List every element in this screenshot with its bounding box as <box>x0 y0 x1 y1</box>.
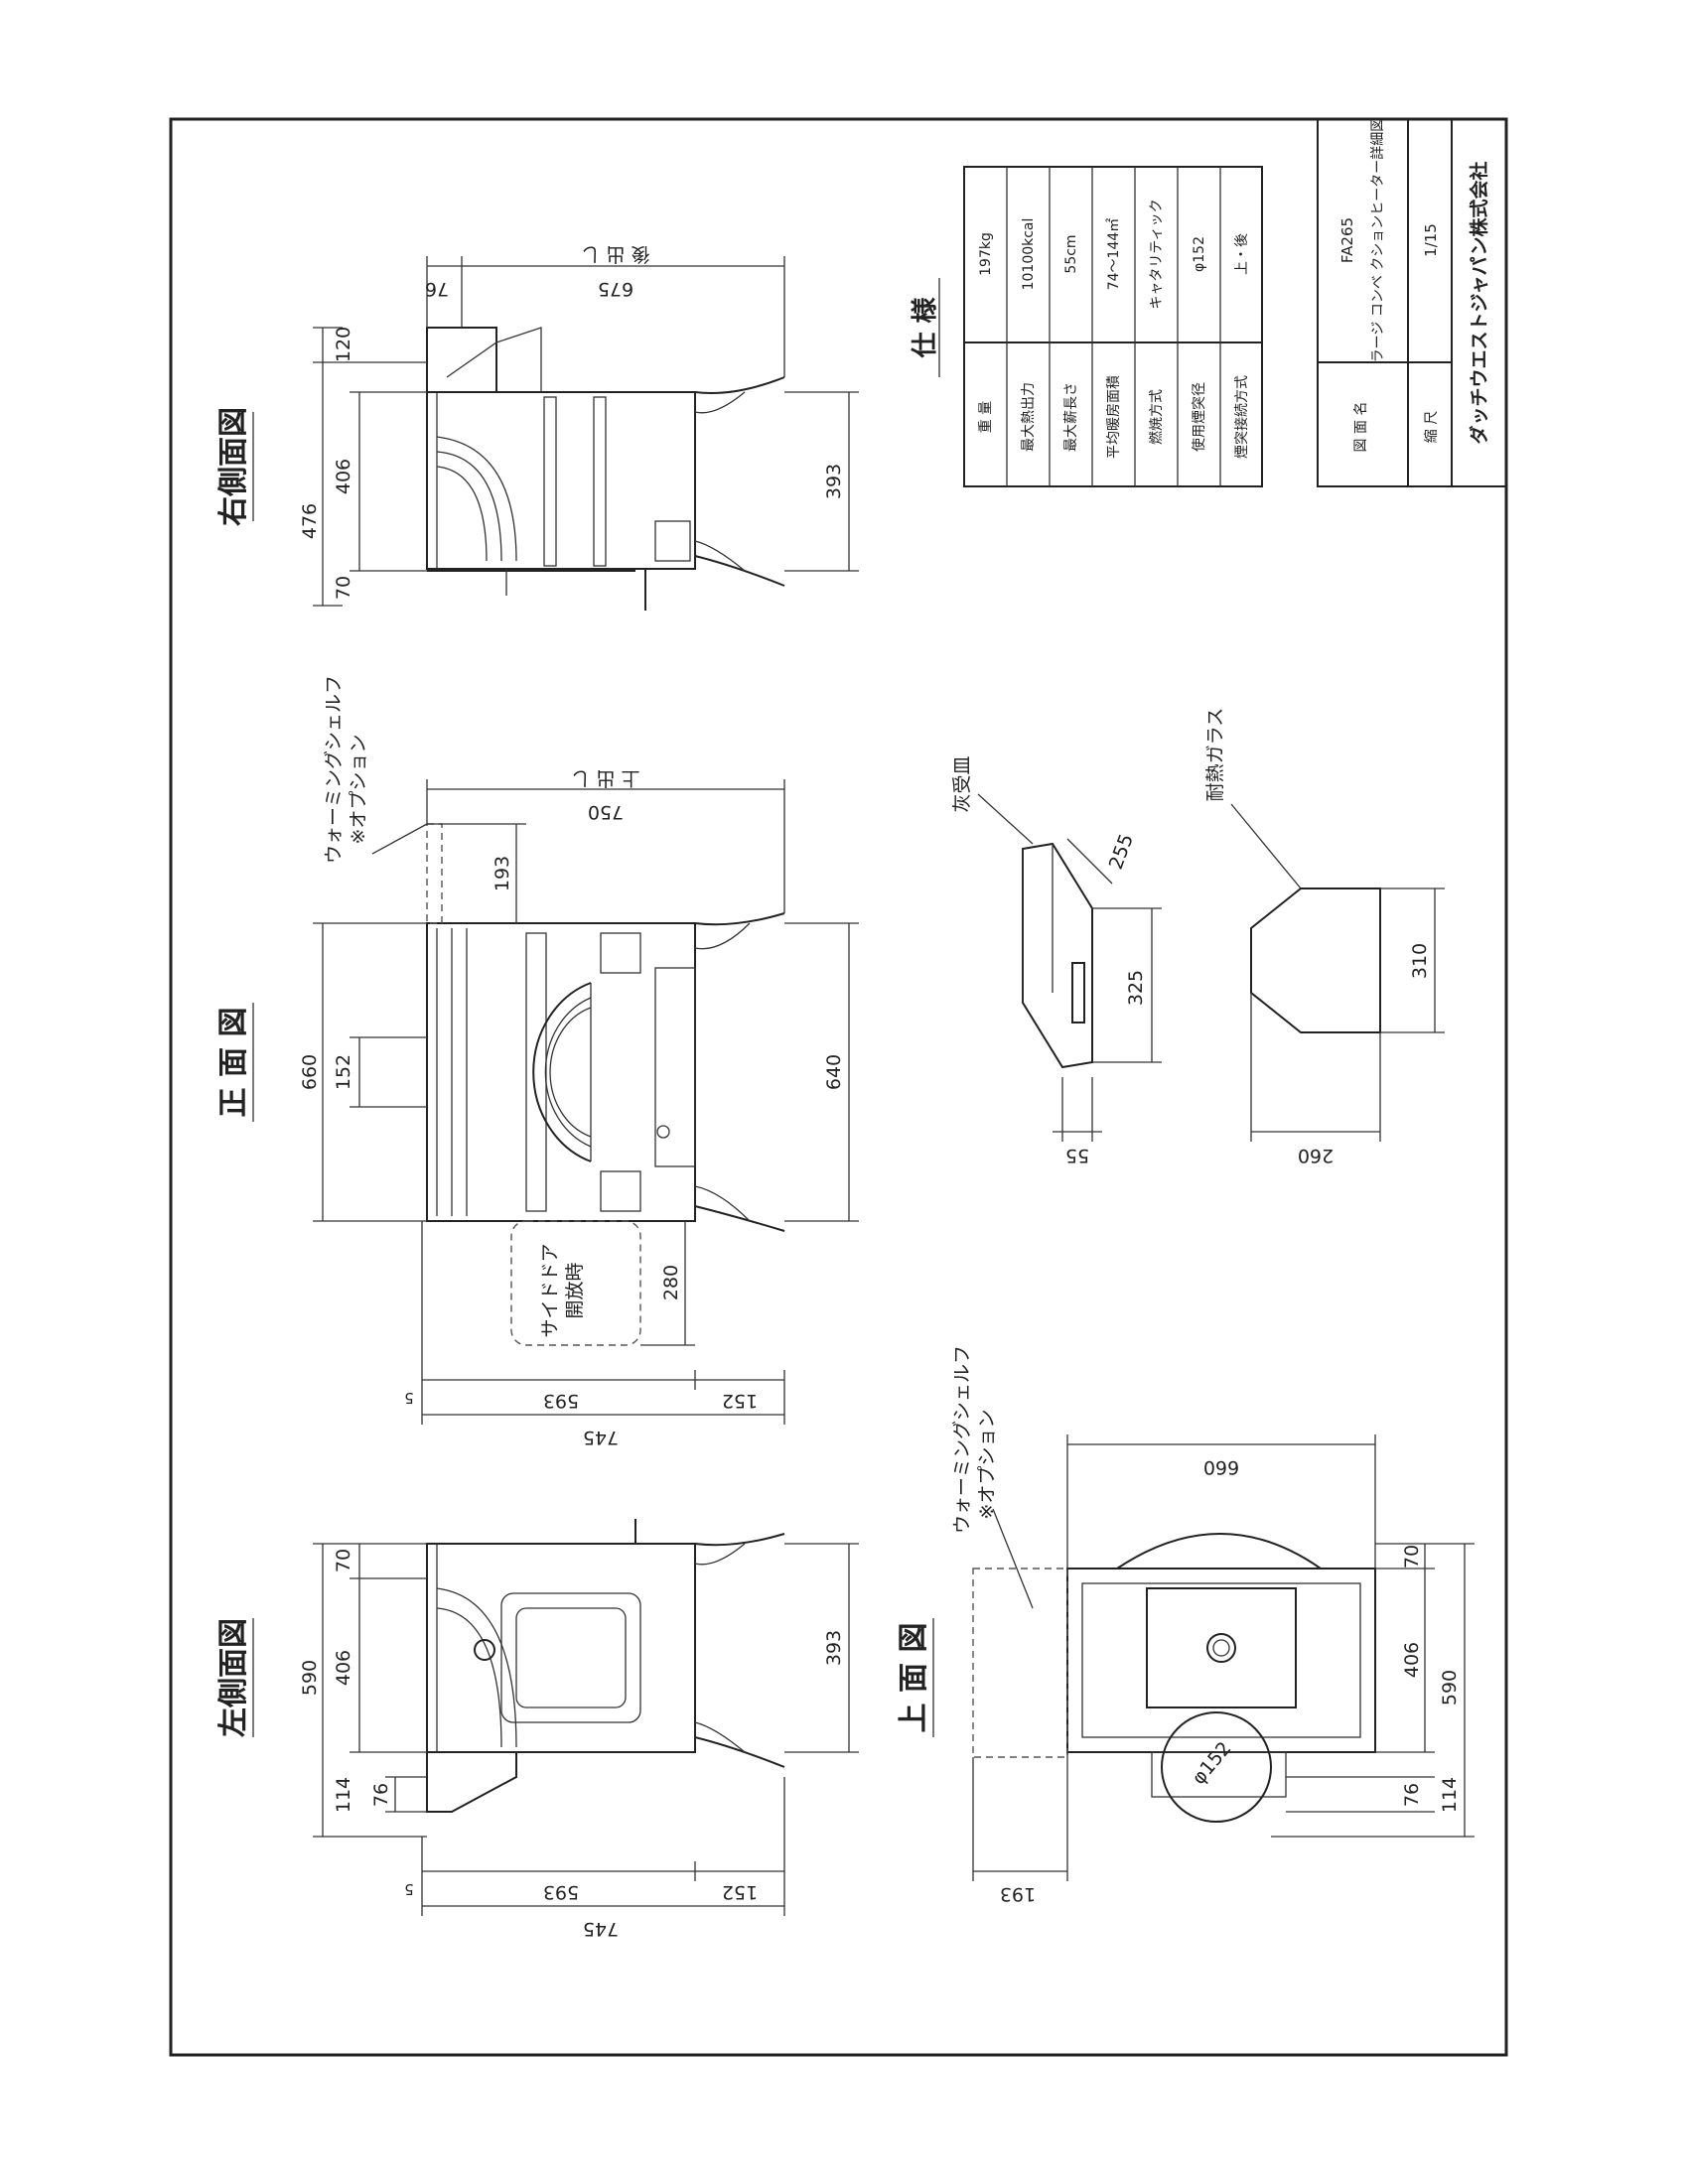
top-view-title: 上 面 図 <box>897 1623 931 1733</box>
spec-row-value: キャタリティック <box>1149 199 1165 309</box>
top-warming-shelf-label: ウォーミングシェルフ <box>951 1345 973 1534</box>
dim-ash-55: 55 <box>1065 1145 1089 1166</box>
spec-row-label: 燃焼方式 <box>1148 389 1165 445</box>
spec-row-label: 重 量 <box>978 401 994 433</box>
right-side-view: 右側面図 476 406 120 70 <box>216 243 859 611</box>
ash-pan-detail: 灰受皿 255 325 55 <box>951 755 1162 1166</box>
dim-rs-76: 76 <box>425 278 449 300</box>
dim-rs-120: 120 <box>333 327 354 362</box>
spec-row-label: 最大薪長さ <box>1063 382 1079 452</box>
left-side-view: 左側面図 590 406 70 114 76 393 <box>216 1519 859 1940</box>
drawing-name-label: 図 面 名 <box>1353 402 1369 453</box>
spec-title: 仕 様 <box>910 296 940 358</box>
scale-value: 1/15 <box>1422 223 1440 257</box>
front-warming-shelf-label: ウォーミングシェルフ <box>323 675 345 864</box>
drawing-frame <box>169 117 1508 2057</box>
dim-ls-745: 745 <box>583 1918 619 1940</box>
dim-tp-590: 590 <box>1439 1670 1461 1706</box>
dim-gl-260: 260 <box>1298 1145 1334 1166</box>
rs-rear-outlet: 後 出 し <box>581 243 649 265</box>
dim-ash-325: 325 <box>1125 970 1147 1006</box>
scale-label: 縮 尺 <box>1424 411 1440 443</box>
dim-ls-70: 70 <box>333 1549 354 1572</box>
top-option-label: ※オプション <box>976 1410 998 1520</box>
top-view: 上 面 図 φ152 ウォーミングシェルフ ※オプション 660 70 406 … <box>897 1345 1475 1905</box>
dim-rs-70: 70 <box>333 576 354 600</box>
left-side-view-title: 左側面図 <box>216 1618 251 1737</box>
spec-row-label: 最大熱出力 <box>1021 382 1037 452</box>
dim-tp-193: 193 <box>1000 1883 1036 1905</box>
side-door-open-label: 開放時 <box>564 1262 586 1318</box>
dim-ls-114: 114 <box>333 1777 354 1813</box>
spec-row-value: φ152 <box>1192 236 1207 272</box>
dim-fr-745: 745 <box>583 1427 619 1448</box>
tp-flue-diameter: φ152 <box>1188 1737 1235 1789</box>
dim-ls-590: 590 <box>299 1660 321 1696</box>
dim-fr-640: 640 <box>823 1054 845 1090</box>
dim-ash-255: 255 <box>1105 831 1138 873</box>
dim-fr-193: 193 <box>492 856 513 891</box>
model-number: FA265 <box>1338 217 1356 263</box>
side-door-label: サイドドア <box>539 1243 561 1337</box>
dim-fr-152b: 152 <box>722 1390 758 1412</box>
dim-ls-5: 5 <box>404 1880 414 1898</box>
dim-rs-393: 393 <box>823 464 845 499</box>
dim-fr-750: 750 <box>588 801 624 823</box>
front-view-title: 正 面 図 <box>216 1008 251 1118</box>
title-block: 図 面 名 FA265 ラージ コンベ クションヒーター詳細図 縮 尺 1/15… <box>1317 118 1507 487</box>
dim-fr-280: 280 <box>660 1265 682 1300</box>
front-warming-shelf-callout: ウォーミングシェルフ ※オプション <box>323 675 428 864</box>
fr-top-outlet: 上 出 し <box>571 767 639 789</box>
front-option-label: ※オプション <box>348 735 369 845</box>
ash-pan-label: 灰受皿 <box>951 755 973 812</box>
dim-rs-406: 406 <box>333 459 354 494</box>
glass-detail: 耐熱ガラス 310 260 <box>1204 708 1445 1166</box>
spec-row-label: 使用煙突径 <box>1191 382 1207 452</box>
spec-row-value: 上・後 <box>1234 233 1250 275</box>
dim-fr-152: 152 <box>333 1054 354 1090</box>
dim-tp-76: 76 <box>1401 1783 1423 1807</box>
drawing-name: ラージ コンベ クションヒーター詳細図 <box>1370 118 1386 363</box>
dim-ls-393: 393 <box>823 1630 845 1666</box>
dim-tp-114: 114 <box>1439 1777 1461 1813</box>
dim-fr-660: 660 <box>299 1054 321 1090</box>
glass-label: 耐熱ガラス <box>1204 708 1226 802</box>
dim-ls-152: 152 <box>722 1881 758 1903</box>
dim-fr-5: 5 <box>404 1389 414 1407</box>
spec-row-value: 10100kcal <box>1021 218 1037 291</box>
dim-ls-406: 406 <box>333 1650 354 1686</box>
front-view: 正 面 図 サイドドア 開放時 660 152 <box>216 767 859 1448</box>
spec-row-value: 55cm <box>1063 234 1079 273</box>
spec-table: 仕 様 重 量 197kg 最大熱出力 10100kcal 最大薪長さ 55cm 平均暖房面… <box>910 166 1263 487</box>
dim-rs-675: 675 <box>598 278 633 300</box>
spec-row-label: 煙突接続方式 <box>1233 375 1250 459</box>
dim-ls-593: 593 <box>543 1881 579 1903</box>
spec-row-value: 74〜144㎡ <box>1106 218 1122 291</box>
dim-tp-70: 70 <box>1401 1545 1423 1569</box>
spec-row-label: 平均暖房面積 <box>1106 375 1122 459</box>
dim-tp-660: 660 <box>1203 1456 1239 1478</box>
right-side-view-title: 右側面図 <box>216 407 251 526</box>
company-name: ダッチウエストジャパン株式会社 <box>1468 161 1490 444</box>
dim-ls-76: 76 <box>370 1783 392 1807</box>
dim-fr-593: 593 <box>543 1390 579 1412</box>
dim-rs-476: 476 <box>299 503 321 539</box>
dim-gl-310: 310 <box>1409 943 1431 979</box>
spec-row-value: 197kg <box>978 232 994 276</box>
dim-tp-406: 406 <box>1401 1642 1423 1678</box>
